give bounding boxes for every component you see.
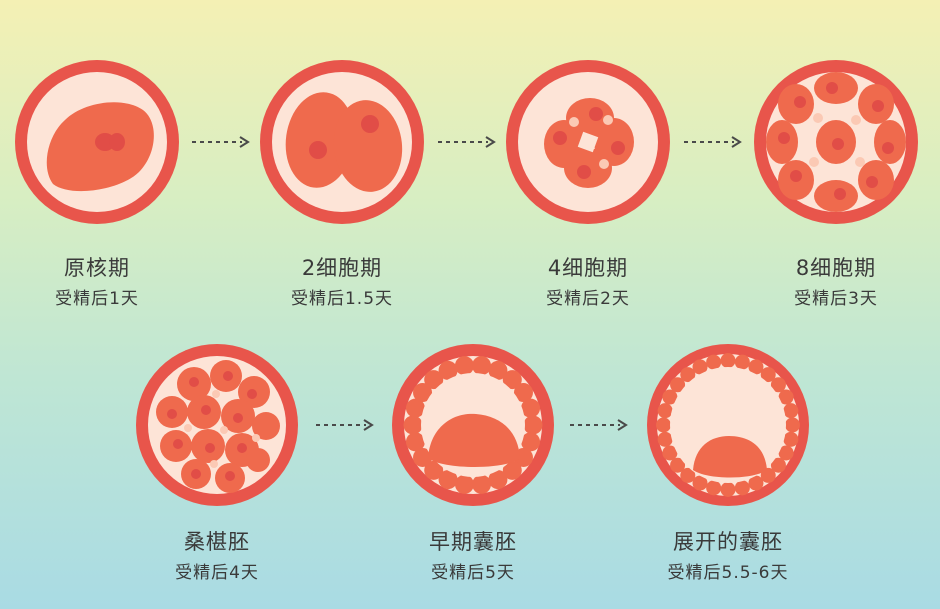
stage-time: 受精后2天: [546, 289, 630, 309]
stage-4-cell-illustration: [504, 58, 672, 226]
stage-name: 桑椹胚: [184, 530, 250, 554]
stage-time: 受精后5天: [431, 563, 515, 583]
arrow-right-icon: [570, 419, 628, 431]
stage-time: 受精后1.5天: [290, 289, 394, 309]
stage-time: 受精后1天: [55, 289, 139, 309]
stage-expanded-blastocyst-illustration: [645, 342, 811, 508]
stage-name: 早期囊胚: [429, 530, 517, 554]
stage-expanded-blastocyst-label: 展开的囊胚 受精后5.5-6天: [618, 528, 838, 586]
stage-name: 原核期: [64, 256, 130, 280]
stage-time: 受精后3天: [794, 289, 878, 309]
stage-8-cell-label: 8细胞期 受精后3天: [726, 254, 940, 312]
stage-8-cell-illustration: [752, 58, 920, 226]
stage-4-cell-label: 4细胞期 受精后2天: [478, 254, 698, 312]
arrow-right-icon: [438, 136, 496, 148]
arrow-right-icon: [316, 419, 374, 431]
stage-name: 展开的囊胚: [673, 530, 783, 554]
stage-time: 受精后4天: [175, 563, 259, 583]
stage-morula-illustration: [134, 342, 300, 508]
stage-early-blastocyst-label: 早期囊胚 受精后5天: [363, 528, 583, 586]
stage-name: 2细胞期: [301, 256, 383, 280]
stage-pronuclear-label: 原核期 受精后1天: [0, 254, 207, 312]
arrow-right-icon: [192, 136, 250, 148]
stage-2-cell-illustration: [258, 58, 426, 226]
stage-early-blastocyst-illustration: [390, 342, 556, 508]
stage-morula-label: 桑椹胚 受精后4天: [107, 528, 327, 586]
stage-time: 受精后5.5-6天: [667, 563, 789, 583]
stage-name: 4细胞期: [547, 256, 629, 280]
arrow-right-icon: [684, 136, 742, 148]
stage-pronuclear-illustration: [13, 58, 181, 226]
stage-name: 8细胞期: [795, 256, 877, 280]
stage-2-cell-label: 2细胞期 受精后1.5天: [232, 254, 452, 312]
